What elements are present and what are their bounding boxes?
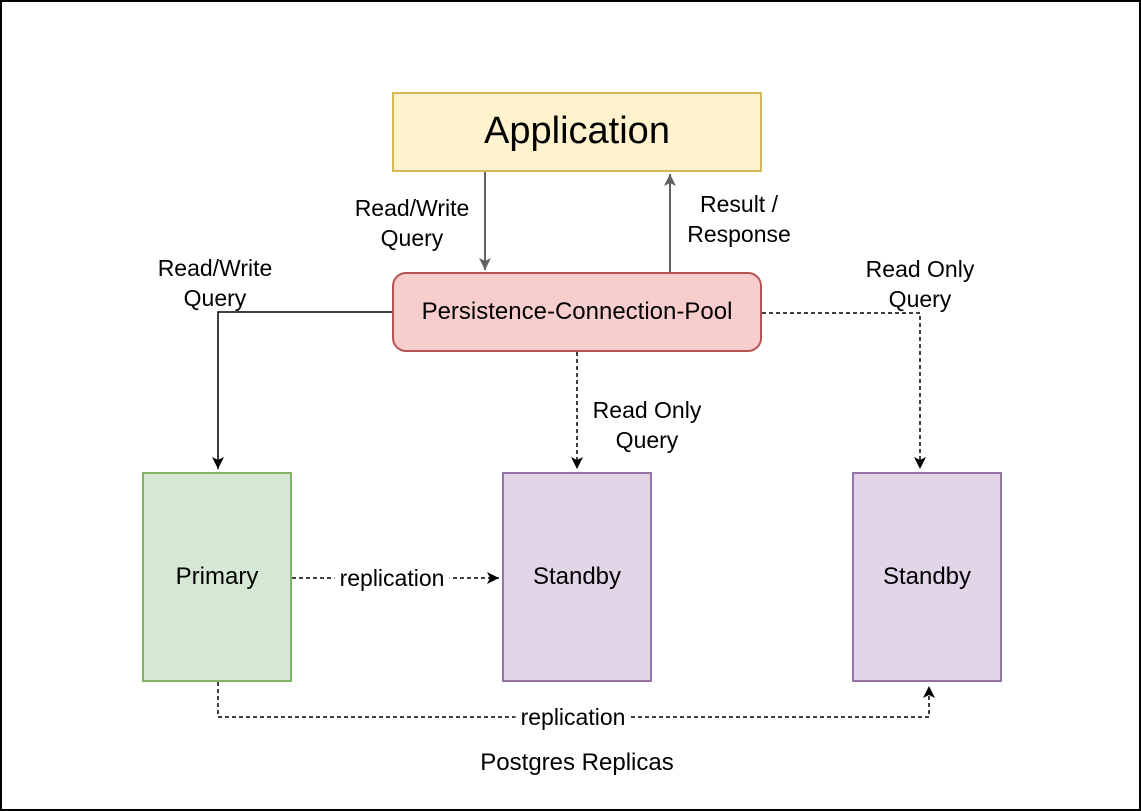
node-application-label: Application [484,110,670,153]
node-persistence-connection-pool-label: Persistence-Connection-Pool [421,297,733,325]
node-primary: Primary [142,472,292,682]
node-application: Application [392,92,762,172]
node-standby-middle: Standby [502,472,652,682]
diagram-caption: Postgres Replicas [480,749,674,776]
node-persistence-connection-pool: Persistence-Connection-Pool [392,272,762,352]
edge-label-result-response: Result / Response [687,191,791,247]
edge-pool-to-standby-right [762,312,926,469]
node-standby-right-label: Standby [882,562,972,590]
edge-primary-to-standby-right [217,682,935,718]
edge-pool-to-primary [212,311,392,469]
node-standby-right: Standby [852,472,1002,682]
edge-label-read-only-query-right: Read Only Query [865,256,975,312]
node-primary-label: Primary [175,562,259,590]
edge-label-read-only-query-middle: Read Only Query [592,397,702,453]
node-standby-middle-label: Standby [532,562,622,590]
edge-label-replication-middle: replication [334,563,450,593]
edge-label-read-write-query-top: Read/Write Query [354,195,470,251]
edge-label-read-write-query-left: Read/Write Query [157,255,273,311]
edge-label-replication-bottom: replication [515,702,631,732]
